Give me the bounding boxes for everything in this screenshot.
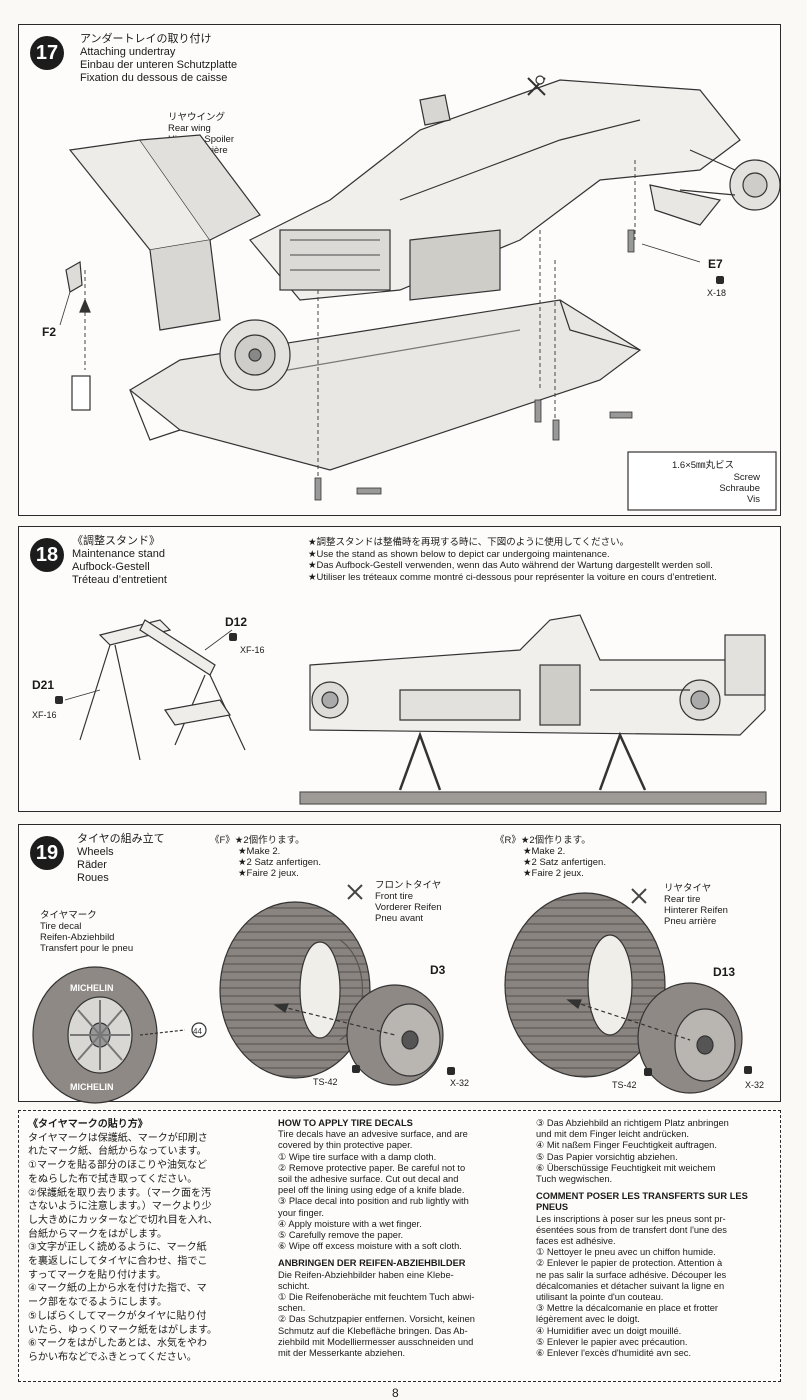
- step-19-title-en: Wheels: [77, 846, 114, 858]
- code-xf16-d21: XF-16: [32, 710, 57, 720]
- code-ts42-rear: TS-42: [612, 1080, 637, 1090]
- tire-brand-text-bottom: MICHELIN: [70, 1082, 114, 1092]
- code-x32-rear: X-32: [745, 1080, 765, 1090]
- tire-decal-instructions-panel: [18, 1110, 781, 1382]
- step-18-notes: ★調整スタンドは整備時を再現する時に、下図のように使用してください。 ★Use …: [308, 537, 717, 583]
- step-17-title-jp: アンダートレイの取り付け: [80, 33, 212, 45]
- instructions-jp: 《タイヤマークの貼り方》 タイヤマークは保護紙、マークが印刷さ れたマーク紙、台…: [28, 1119, 218, 1363]
- step-17-title-de: Einbau der unteren Schutzplatte: [80, 59, 238, 71]
- step-18-title-de: Aufbock-Gestell: [72, 561, 150, 573]
- part-e7-label: E7: [708, 257, 723, 271]
- step-17-assembly-drawing: [59, 75, 781, 511]
- step-19-number: 19: [30, 836, 64, 870]
- step-18-number: 18: [30, 538, 64, 572]
- front-tire-label: フロントタイヤ Front tire Vorderer Reifen Pneu …: [375, 880, 442, 924]
- step-17-number: 17: [30, 36, 64, 70]
- step-19-title: タイヤの組み立て Wheels Räder Roues: [77, 833, 165, 885]
- step-17-title: アンダートレイの取り付け Attaching undertray Einbau …: [80, 33, 237, 85]
- hexagon-icon: [352, 1065, 360, 1073]
- hexagon-icon: [55, 696, 63, 704]
- hexagon-icon: [447, 1067, 455, 1075]
- screw-label: Screw Schraube Vis: [719, 472, 760, 505]
- step-19-title-jp: タイヤの組み立て: [77, 833, 165, 845]
- instructions-de-fr: ③ Das Abziehbild an richtigem Platz anbr…: [536, 1118, 748, 1359]
- part-d3-label: D3: [430, 963, 446, 977]
- step-18-title-en: Maintenance stand: [72, 548, 165, 560]
- part-d12-label: D12: [225, 615, 248, 629]
- code-x18: X-18: [707, 288, 727, 298]
- rear-header: 《R》★2個作ります。 ★Make 2. ★2 Satz anfertigen.…: [495, 835, 606, 879]
- rear-tire-label: リヤタイヤ Rear tire Hinterer Reifen Pneu arr…: [664, 883, 728, 927]
- step-19-title-fr: Roues: [77, 872, 109, 884]
- step-19-title-de: Räder: [77, 859, 107, 871]
- step-18-title-jp: 《調整スタンド》: [72, 535, 160, 547]
- step-17-title-en: Attaching undertray: [80, 46, 176, 58]
- hexagon-icon: [644, 1068, 652, 1076]
- hexagon-icon: [229, 633, 237, 641]
- instructions-en-de: HOW TO APPLY TIRE DECALS Tire decals hav…: [278, 1118, 475, 1359]
- step-18-title-fr: Tréteau d’entretient: [72, 574, 167, 586]
- code-ts42-front: TS-42: [313, 1077, 338, 1087]
- code-x32-front: X-32: [450, 1078, 470, 1088]
- step-18-title: 《調整スタンド》 Maintenance stand Aufbock-Geste…: [72, 535, 167, 587]
- part-d13-label: D13: [713, 965, 736, 979]
- step-17-title-fr: Fixation du dessous de caisse: [80, 72, 228, 84]
- tire-brand-text: MICHELIN: [70, 983, 114, 993]
- code-xf16-d12: XF-16: [240, 645, 265, 655]
- part-f2-label: F2: [42, 325, 57, 339]
- hexagon-icon: [716, 276, 724, 284]
- part-d21-label: D21: [32, 678, 55, 692]
- step-18-stand-drawing: [64, 614, 767, 805]
- front-header: 《F》★2個作ります。 ★Make 2. ★2 Satz anfertigen.…: [210, 835, 321, 879]
- hexagon-icon: [744, 1066, 752, 1074]
- step-19-wheels-drawing: MICHELIN MICHELIN 44: [32, 884, 743, 1104]
- screw-size-label: 1.6×5㎜丸ビス: [672, 460, 735, 471]
- tire-mark-label: タイヤマーク Tire decal Reifen-Abziehbild Tran…: [40, 910, 134, 954]
- decal-number: 44: [193, 1027, 202, 1036]
- page-number: 8: [392, 1386, 399, 1400]
